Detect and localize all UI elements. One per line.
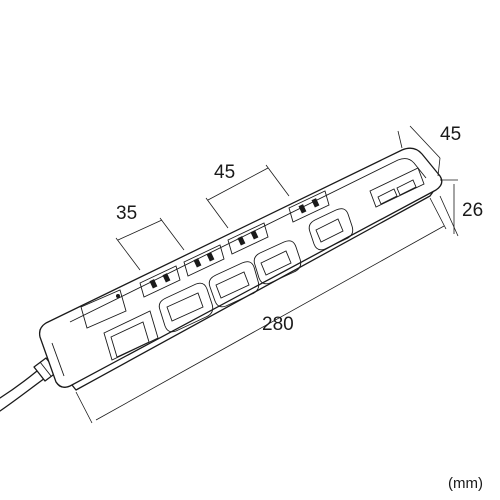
indicator-lamp-icon — [116, 294, 120, 298]
master-switch — [80, 289, 127, 329]
depth-label: 45 — [440, 124, 461, 145]
tap-width-label: 45 — [214, 162, 235, 183]
outlet-4 — [288, 190, 330, 223]
outlet-2 — [183, 244, 225, 277]
outlet-row — [139, 190, 330, 298]
outlet-pitch-label: 35 — [116, 203, 137, 224]
usb-port-1 — [377, 188, 398, 205]
switch-4 — [253, 240, 302, 285]
usb-port-2 — [396, 179, 417, 196]
dimension-depth — [397, 125, 441, 177]
length-label: 280 — [262, 314, 294, 335]
outlet-1 — [139, 265, 181, 298]
unit-label: (mm) — [448, 475, 483, 492]
dimension-height — [439, 179, 459, 237]
switch-row — [103, 208, 354, 361]
dimension-outlet-pitch — [115, 217, 185, 271]
switch-2 — [158, 282, 214, 333]
dimension-tap-width — [205, 164, 290, 229]
height-label: 26 — [462, 200, 483, 221]
switch-5 — [308, 208, 354, 251]
power-strip-body — [38, 147, 443, 391]
usb-port-panel — [369, 167, 425, 208]
dimension-length — [75, 197, 447, 424]
switch-1 — [103, 310, 159, 361]
power-cord — [0, 357, 58, 412]
switch-3 — [208, 261, 260, 308]
outlet-3 — [227, 222, 269, 255]
